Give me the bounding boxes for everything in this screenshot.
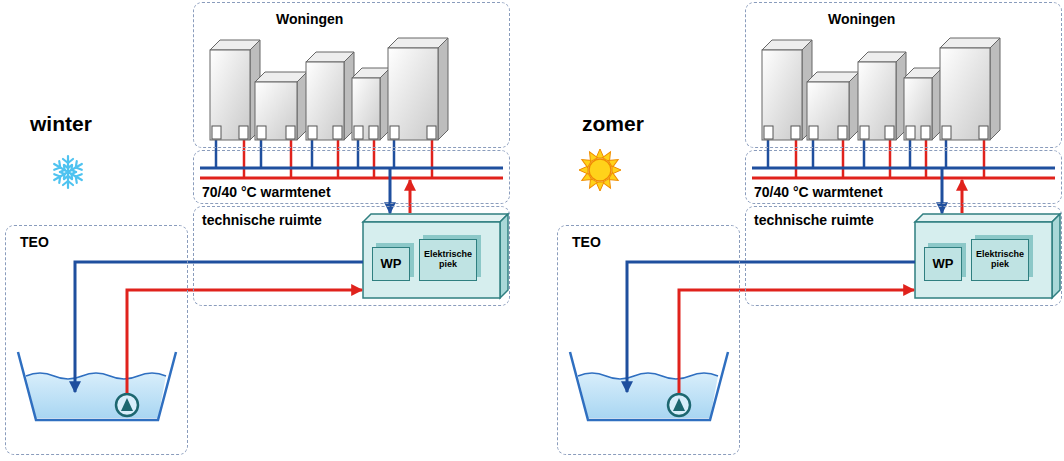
teo-region: TEO <box>557 225 740 455</box>
region-title: Woningen <box>276 11 343 27</box>
flow-arrow <box>961 180 964 213</box>
installation-box <box>363 214 508 298</box>
house <box>352 68 390 178</box>
heat-pump-box: WP <box>372 247 410 281</box>
supply-pipe-blue <box>200 167 503 170</box>
house <box>388 38 448 178</box>
unit-label: WP <box>381 257 402 271</box>
supply-pipe-red <box>200 177 503 180</box>
region-title: 70/40 °C warmtenet <box>754 184 883 200</box>
snowflake-icon <box>52 156 85 188</box>
panel-illustration-copy <box>570 38 1060 420</box>
region-title: technische ruimte <box>202 212 322 228</box>
electric-peak-box: Elektrische piek <box>419 239 477 281</box>
pump-symbol <box>116 394 138 416</box>
teo-region: TEO <box>5 225 188 455</box>
unit-label: WP <box>933 257 954 271</box>
houses <box>210 38 448 178</box>
house <box>306 52 354 178</box>
panel-illustration <box>18 38 508 420</box>
flow-arrow <box>75 262 363 392</box>
house <box>255 72 307 178</box>
electric-peak-box: Elektrische piek <box>971 239 1029 281</box>
season-label: zomer <box>582 112 644 136</box>
region-title: technische ruimte <box>754 212 874 228</box>
region-title: Woningen <box>828 11 895 27</box>
region-title: TEO <box>20 234 49 250</box>
heat-network-band: 70/40 °C warmtenet <box>745 150 1062 204</box>
dwellings-region: Woningen <box>193 2 510 148</box>
unit-label: Elektrische piek <box>972 250 1028 270</box>
sun-icon <box>579 149 621 191</box>
flow-arrow <box>409 180 412 213</box>
region-title: TEO <box>572 234 601 250</box>
basin <box>18 352 176 420</box>
house <box>210 40 260 178</box>
heat-pump-box: WP <box>924 247 962 281</box>
technical-room-region: WP Elektrische piek technische ruimte <box>193 206 510 306</box>
dwellings-region: Woningen <box>745 2 1062 148</box>
heat-network-band: 70/40 °C warmtenet <box>193 150 510 204</box>
technical-room-region: WP Elektrische piek technische ruimte <box>745 206 1062 306</box>
region-title: 70/40 °C warmtenet <box>202 184 331 200</box>
season-label: winter <box>30 112 92 136</box>
unit-label: Elektrische piek <box>420 250 476 270</box>
flow-arrow <box>627 262 915 392</box>
